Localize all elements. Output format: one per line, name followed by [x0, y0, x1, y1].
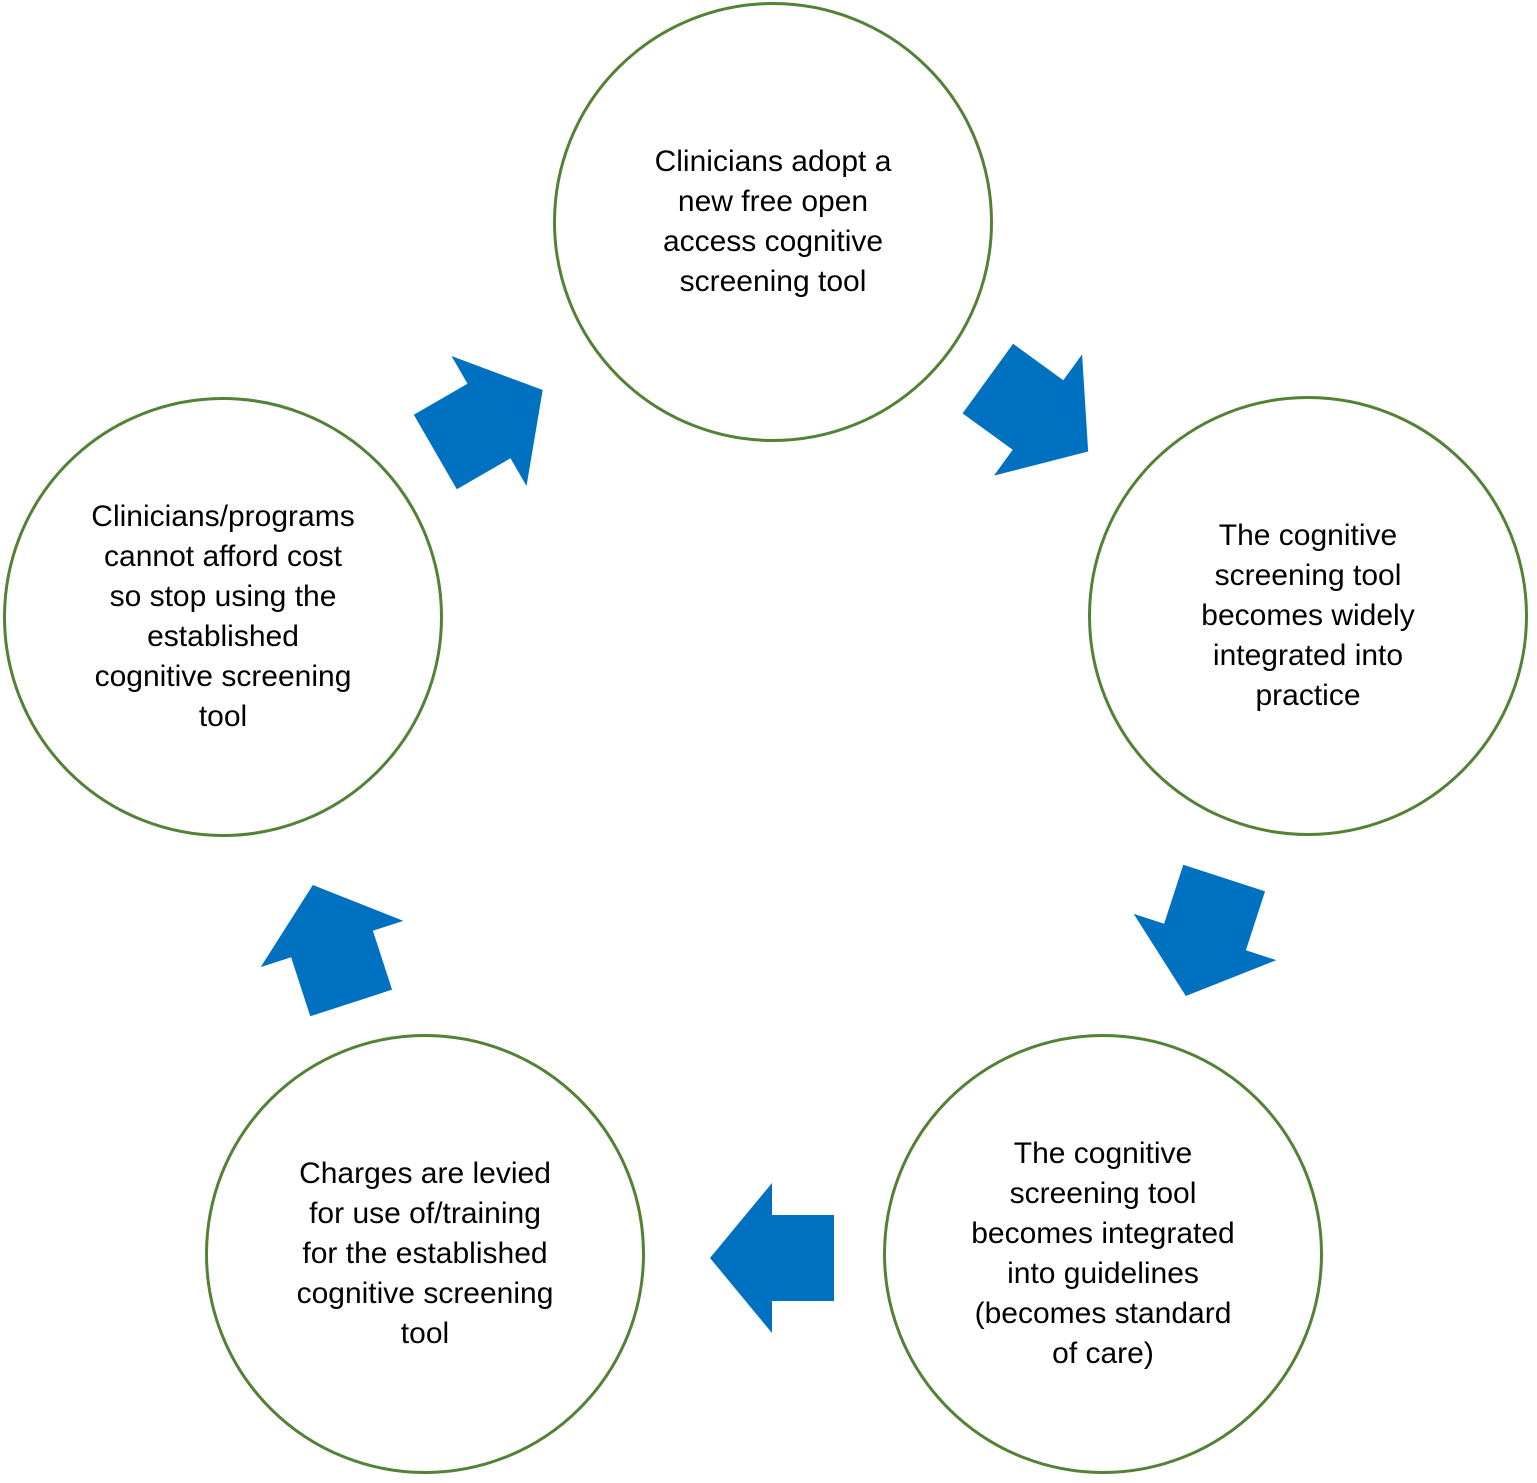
arrow-bottom-left-to-left	[260, 885, 404, 1017]
arrow-bottom-left-to-left-shape	[260, 885, 404, 1017]
arrow-right-to-bottom-right-shape	[1133, 864, 1277, 996]
arrow-left-to-top	[413, 356, 543, 490]
node-text-integrated-into-guidelines: The cognitive screening tool becomes int…	[971, 1137, 1235, 1370]
node-text-clinicians-adopt-tool: Clinicians adopt a new free open access …	[654, 145, 892, 298]
node-integrated-into-guidelines: The cognitive screening tool becomes int…	[883, 1034, 1323, 1474]
arrow-left-to-top-shape	[413, 356, 543, 490]
node-text-charges-levied: Charges are levied for use of/training f…	[296, 1157, 554, 1350]
node-clinicians-adopt-tool: Clinicians adopt a new free open access …	[553, 2, 993, 442]
node-cannot-afford-cost: Clinicians/programs cannot afford cost s…	[3, 397, 443, 837]
node-text-cannot-afford-cost: Clinicians/programs cannot afford cost s…	[91, 500, 355, 733]
arrow-bottom-right-to-bottom-left-shape	[710, 1183, 834, 1333]
arrow-right-to-bottom-right	[1133, 864, 1277, 996]
arrow-top-to-right-shape	[962, 343, 1089, 476]
node-charges-levied: Charges are levied for use of/training f…	[205, 1034, 645, 1474]
arrow-bottom-right-to-bottom-left	[710, 1183, 834, 1333]
node-widely-integrated: The cognitive screening tool becomes wid…	[1088, 396, 1528, 836]
node-text-widely-integrated: The cognitive screening tool becomes wid…	[1201, 519, 1415, 712]
arrow-top-to-right	[962, 343, 1089, 476]
